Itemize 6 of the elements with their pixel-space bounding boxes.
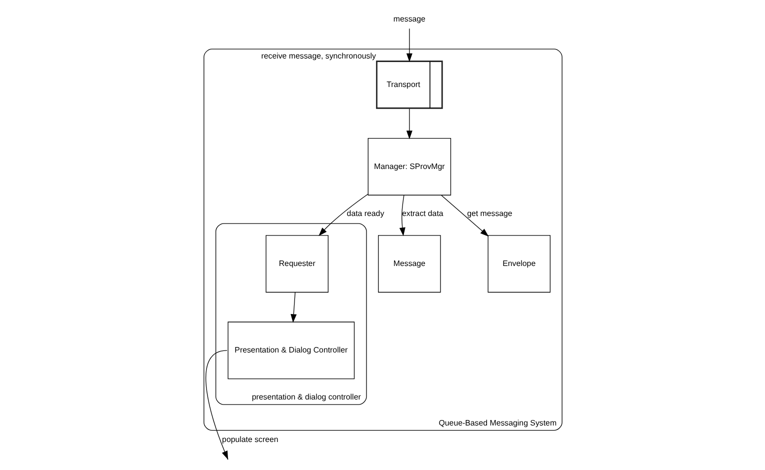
- arrow: [290, 292, 296, 323]
- arrow: [398, 194, 405, 236]
- arrow: [406, 28, 412, 62]
- arrow: [318, 194, 368, 236]
- arrow: [440, 195, 488, 237]
- arrow: [406, 108, 412, 140]
